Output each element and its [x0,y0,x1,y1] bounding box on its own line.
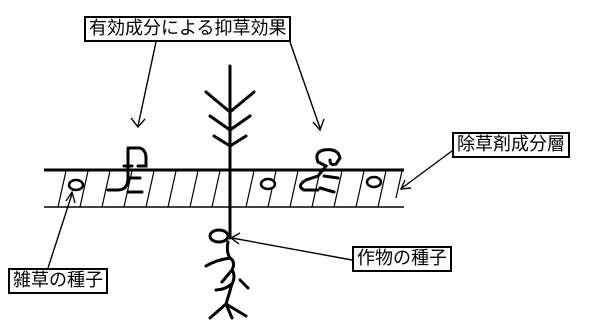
arrow-weed-seed [47,190,76,269]
crop-plant [204,64,256,320]
suppressed-weed-right [299,148,342,194]
weed-seed [67,178,85,192]
crop-roots [204,240,250,320]
weed-seed-label: 雑草の種子 [8,268,108,294]
arrow-crop-seed [229,232,353,261]
weed-seeds [67,175,383,192]
crop-seed [208,228,230,244]
weed-seed [365,175,383,189]
arrow-effect-left [130,41,157,129]
herbicide-layer-label: 除草剤成分層 [452,132,570,158]
arrow-effect-right [289,41,325,132]
suppressed-weed-left [106,146,148,194]
arrow-layer [399,147,457,190]
herbicidal-effect-label: 有効成分による抑草効果 [84,16,292,42]
crop-leaves [204,90,256,148]
weed-seed [259,177,277,191]
crop-seed-label: 作物の種子 [352,246,452,272]
herbicide-layer [44,168,404,208]
leader-arrows [47,41,457,269]
